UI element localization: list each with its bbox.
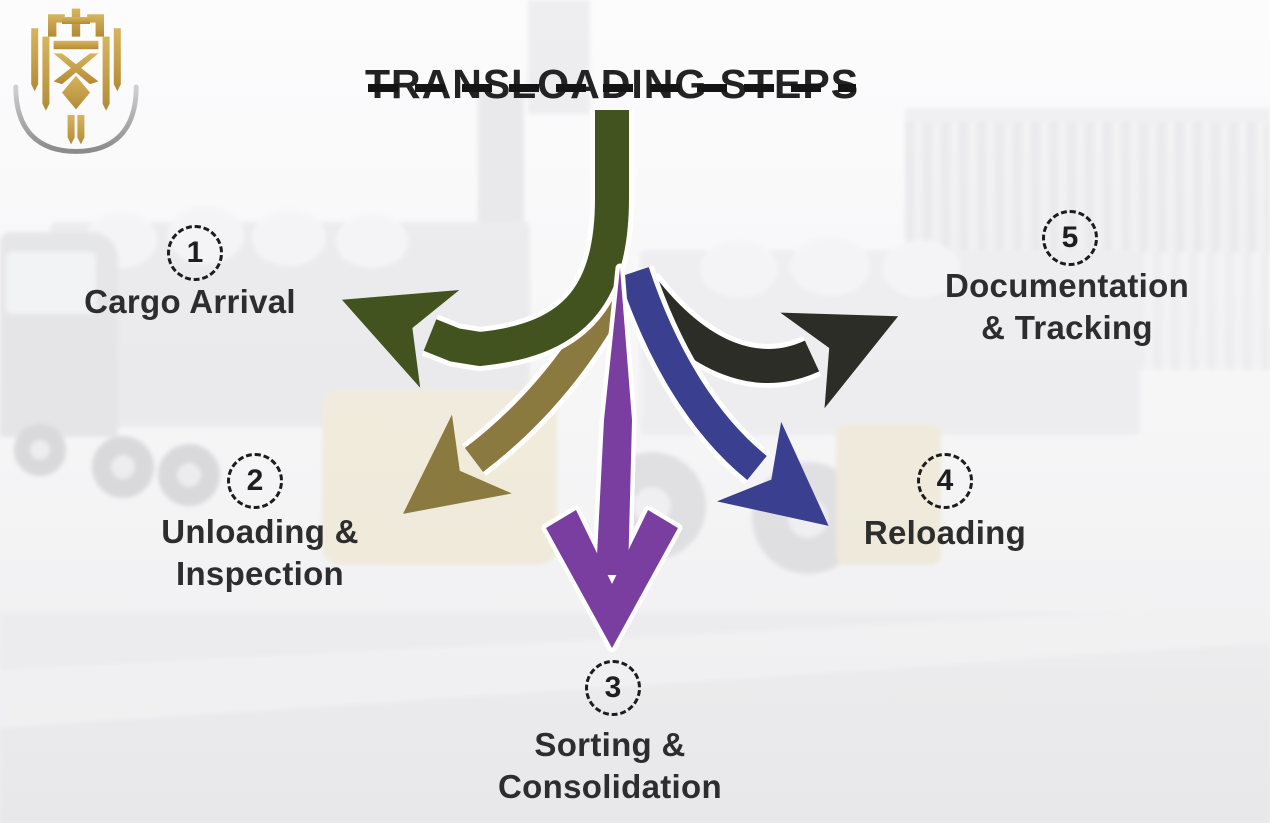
step-2-label: Unloading & Inspection <box>100 511 420 595</box>
bg-wheel <box>92 436 154 498</box>
step-1-line1: Cargo Arrival <box>84 283 296 320</box>
bg-cargo-bag <box>700 240 778 298</box>
arrow-unloading-inspection <box>403 290 626 514</box>
arrow-reloading <box>619 267 829 526</box>
arrow-cargo-arrival <box>341 110 629 388</box>
step-2-line2: Inspection <box>175 555 345 592</box>
step-1-badge: 1 <box>167 225 223 281</box>
bg-wheel <box>14 424 66 476</box>
arrow-sorting-consolidation-head <box>546 510 678 648</box>
step-2-number: 2 <box>246 464 264 497</box>
bg-cargo-bag <box>252 210 326 266</box>
step-5-number: 5 <box>1061 221 1079 254</box>
step-1-label: Cargo Arrival <box>30 281 350 323</box>
title-dashed-underline <box>368 84 856 92</box>
step-2-badge: 2 <box>227 453 283 509</box>
step-5-badge: 5 <box>1042 210 1098 266</box>
bg-cargo-bag <box>336 214 408 268</box>
step-4-label: Reloading <box>785 512 1105 554</box>
step-4-line1: Reloading <box>863 514 1027 551</box>
bg-crane-tower <box>528 0 590 114</box>
step-3-badge: 3 <box>585 660 641 716</box>
step-5-line2: & Tracking <box>981 309 1153 346</box>
bg-wheel <box>158 444 220 506</box>
gray-shield-arc <box>13 84 139 154</box>
step-4-badge: 4 <box>917 453 973 509</box>
step-3-label: Sorting & Consolidation <box>450 724 770 808</box>
company-logo-icon <box>13 8 139 154</box>
step-3-number: 3 <box>604 671 622 704</box>
bg-shipping-container-small <box>1135 252 1270 370</box>
bg-cargo-bag <box>882 240 960 298</box>
gold-crest <box>31 8 121 145</box>
step-1-number: 1 <box>186 236 204 269</box>
step-3-line2: Consolidation <box>498 768 722 805</box>
arrow-sorting-consolidation <box>596 268 632 575</box>
step-4-number: 4 <box>936 464 954 497</box>
step-5-line1: Documentation <box>944 267 1190 304</box>
step-5-label: Documentation & Tracking <box>902 265 1232 349</box>
bg-truck-windshield <box>6 252 96 314</box>
step-2-line1: Unloading & <box>161 513 359 550</box>
bg-cargo-bag <box>790 236 870 296</box>
step-3-line1: Sorting & <box>534 726 686 763</box>
